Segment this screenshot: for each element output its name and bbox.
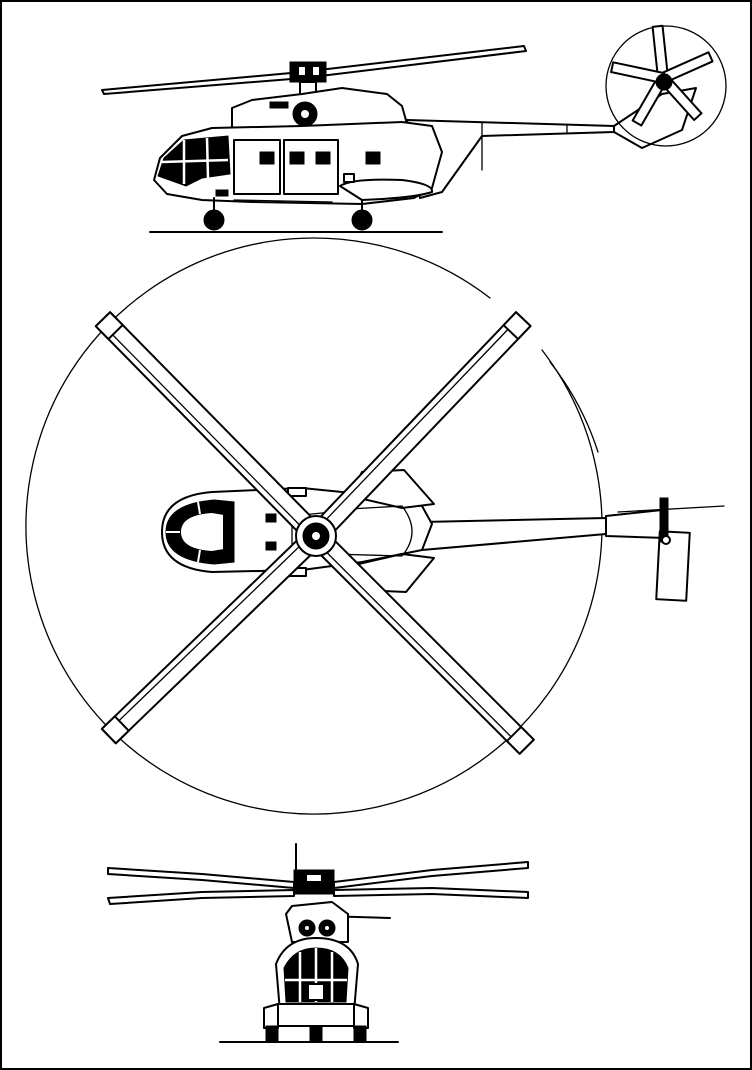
side-cabin-window-3 [315,151,331,165]
front-wheel-nose [309,1025,323,1043]
side-tail-fin [613,87,697,149]
front-sponson-left [263,1003,279,1029]
side-cabin-window-2 [289,151,305,165]
front-wheel-left [265,1025,279,1043]
side-sponson [339,178,434,201]
rotor-blade-3 [316,536,535,755]
side-nose-wheel [203,209,225,231]
front-engine-cowl [285,901,349,943]
side-main-wheel [351,209,373,231]
side-cabin-window-1 [259,151,275,165]
top-tail-rotor [655,530,691,602]
top-view [25,237,725,815]
side-tail-rotor-disc [605,25,727,147]
front-view [107,843,529,1043]
side-view [101,24,727,233]
side-cabin-window-4 [365,151,381,165]
front-rotor-blade-left-lower [107,889,295,905]
side-cabin-door [283,139,339,195]
top-tail-boom [421,517,607,551]
front-rotor-blade-right-lower [333,887,529,899]
front-sponson-right [353,1003,369,1029]
front-rotor-blade-left-upper [107,867,295,889]
side-engine-cowl [231,87,408,133]
front-wheel-right [353,1025,367,1043]
front-rotor-blade-right-upper [333,861,529,889]
